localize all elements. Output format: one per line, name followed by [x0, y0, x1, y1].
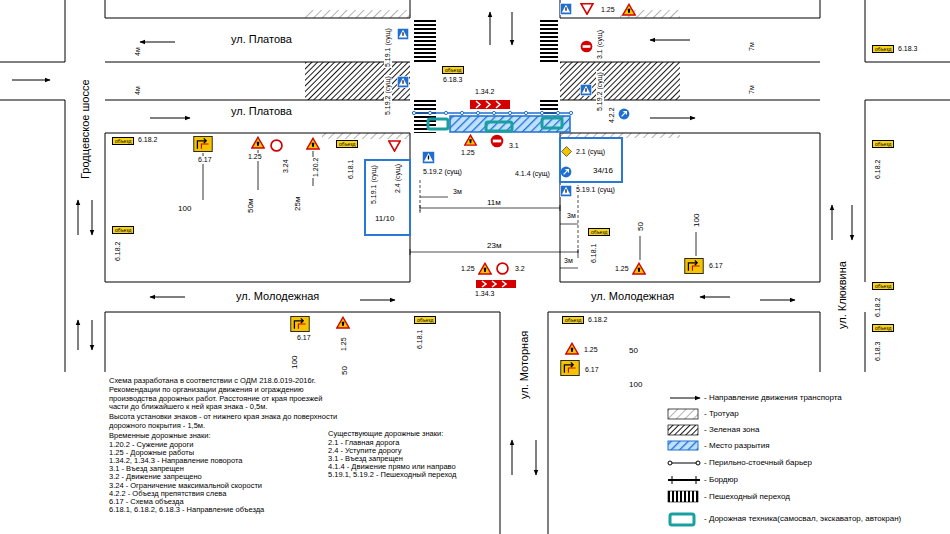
- legend-text: - Пешеходный переход: [703, 492, 791, 501]
- detour-plate: объезд: [872, 140, 894, 148]
- legend-text: - Перильно-стоечный барьер: [703, 458, 813, 467]
- detour-plate: объезд: [414, 316, 436, 324]
- detour-plate: объезд: [872, 282, 894, 290]
- sign-code: 100: [177, 204, 192, 213]
- sign-code: 5.19.1 (сущ): [575, 186, 616, 194]
- sign-code: 25м: [293, 196, 302, 212]
- sign-code: 2.1 (сущ): [575, 148, 606, 156]
- sign-code: 6.17: [296, 334, 312, 342]
- sign-code: 6.18.3: [897, 45, 918, 53]
- sign-code: 6.18.2: [874, 159, 882, 180]
- street-name: ул. Платова: [230, 33, 293, 46]
- sign-code: 6.18.3: [442, 76, 463, 84]
- dimension-label: 3м: [566, 212, 577, 220]
- dimension-label: 11м: [486, 198, 502, 207]
- dimension-label: 4м: [134, 85, 142, 96]
- sign-code: 100: [290, 355, 299, 370]
- sign-code: 6.17: [584, 366, 600, 374]
- note-text: Высота установки знаков - от нижнего кра…: [108, 413, 352, 430]
- sign-code: 6.17: [708, 262, 724, 270]
- sign-code: 5.19.2 (сущ): [596, 71, 604, 112]
- sign-code: 3.2: [514, 265, 526, 273]
- sign-code: 50м: [246, 198, 255, 214]
- sign-code: 6.18.3: [874, 341, 882, 362]
- sign-code: 5.19.2 (сущ): [384, 75, 392, 116]
- legend-samples: [668, 398, 700, 525]
- detour-plate: объезд: [872, 45, 894, 53]
- sign-code: 1.25: [460, 149, 476, 157]
- sign-code: 3.1: [508, 142, 520, 150]
- legend-text: - Дорожная техника(самосвал, экскаватор,…: [703, 514, 902, 523]
- detour-plate: объезд: [562, 316, 584, 324]
- sign-code: 3.24: [282, 158, 290, 174]
- detour-plate: объезд: [872, 324, 894, 332]
- legend-text: - Место разрытия: [703, 441, 770, 450]
- street-name: ул. Платова: [230, 105, 293, 118]
- sign-code: 6.18.2: [587, 316, 608, 324]
- legend-text: - Бордюр: [703, 475, 739, 484]
- dimension-label: 3м: [452, 188, 463, 196]
- sign-code: 4.2.2: [608, 106, 616, 124]
- legend-text: - Направление движения транспорта: [703, 393, 843, 402]
- sign-code: 1.25: [583, 346, 599, 354]
- dimension-label: 4м: [134, 46, 142, 57]
- dimension-label: 23м: [486, 241, 502, 250]
- sign-code: 2.4 (сущ): [394, 163, 402, 194]
- sign-code: 1.25: [340, 336, 348, 352]
- sign-code: 50: [628, 346, 639, 355]
- street-name: ул. Клюквина: [836, 260, 849, 330]
- dimension-label: 34/16: [592, 166, 614, 175]
- detour-plate: объезд: [112, 226, 134, 234]
- note-text: Схема разработана в соответствии с ОДМ 2…: [108, 377, 317, 386]
- note-text: Существующие дорожные знаки:: [327, 430, 444, 439]
- detour-plate: объезд: [442, 66, 464, 74]
- street-name: ул. Моторная: [518, 330, 531, 400]
- detour-plate: объезд: [336, 140, 358, 148]
- note-text: Рекомендации по организации движения и о…: [108, 386, 338, 412]
- dimension-label: 11/10: [374, 214, 395, 223]
- sign-code: 5.19.1 (сущ): [370, 164, 378, 205]
- sign-code: 50: [340, 365, 349, 376]
- sign-code: 4.1.4 (сущ): [514, 170, 551, 178]
- sign-code: 50: [636, 221, 645, 232]
- sign-code: 5.19.1 (сущ): [384, 27, 392, 68]
- sign-code: 1.25: [460, 265, 476, 273]
- sign-code: 1.25: [247, 153, 263, 161]
- sign-code: 100: [692, 213, 701, 228]
- sign-code: 1.25: [614, 265, 630, 273]
- sign-code: 6.18.2: [874, 297, 882, 318]
- sign-code: 3.1 (сущ): [596, 29, 604, 60]
- legend-text: - Зеленая зона: [703, 425, 760, 434]
- sign-code: 6.18.1: [590, 243, 598, 264]
- dimension-label: 7м: [748, 84, 756, 95]
- sign-code: 6.17: [197, 156, 213, 164]
- detour-plate: объезд: [588, 228, 610, 236]
- sign-code: 6.18.2: [114, 241, 122, 262]
- sign-code: 6.18.1: [416, 329, 424, 350]
- sign-code: 6.18.2: [137, 136, 158, 144]
- note-text: 5.19.1, 5.19.2 - Пешеходный переход: [327, 471, 457, 480]
- legend-text: - Тротуар: [703, 409, 740, 418]
- sign-code: 1.20.2: [312, 157, 320, 178]
- sign-code: 6.18.1: [347, 159, 355, 180]
- sign-code: 100: [628, 380, 643, 389]
- dimension-label: 3м: [563, 257, 574, 265]
- street-name: ул. Молодежная: [235, 290, 320, 303]
- dimension-label: 7м: [748, 41, 756, 52]
- sign-code: 1.34.3: [474, 290, 495, 298]
- sign-code: 1.34.2: [474, 88, 495, 96]
- street-name: Гродцевское шоссе: [79, 78, 92, 180]
- sign-code: 5.19.2 (сущ): [422, 168, 463, 176]
- street-name: ул. Молодежная: [590, 290, 675, 303]
- note-text: Временные дорожные знаки:: [108, 432, 212, 441]
- note-text: 6.18.1, 6.18.2, 6.18.3 - Направление объ…: [108, 506, 265, 515]
- sign-code: 1.25: [600, 6, 616, 14]
- detour-plate: объезд: [112, 137, 134, 145]
